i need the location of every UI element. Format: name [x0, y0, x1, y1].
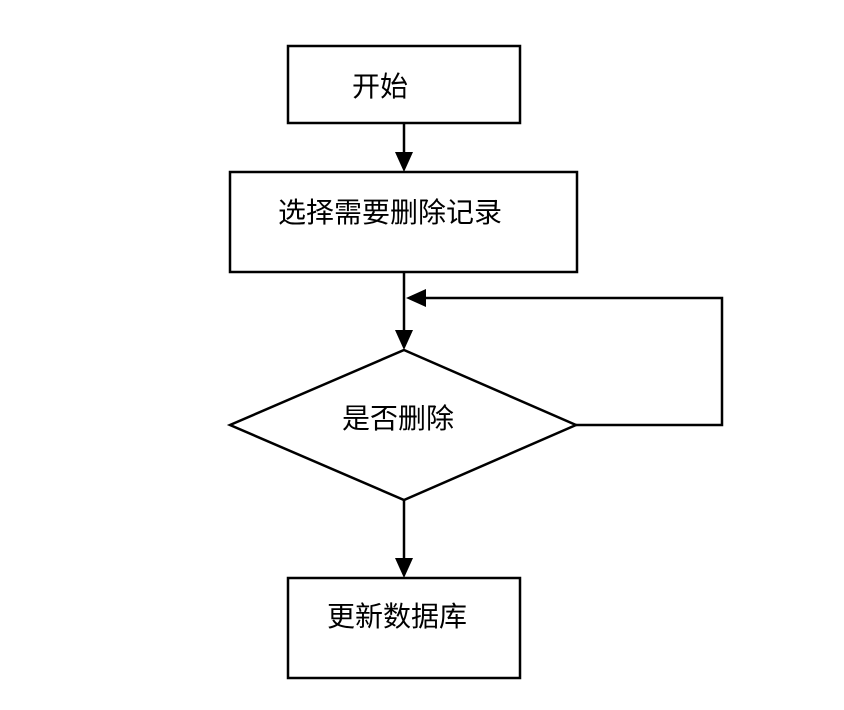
arrowhead: [395, 152, 413, 172]
edge-start-to-select: [395, 123, 413, 172]
edge-decision-to-update: [395, 500, 413, 578]
start-label: 开始: [352, 70, 408, 103]
update-node: 更新数据库: [286, 576, 522, 680]
edge-select-to-decision: [395, 272, 413, 350]
edge-decision-loop: [406, 289, 724, 427]
loop-arrowhead: [406, 289, 426, 307]
start-box: [286, 44, 522, 125]
arrowhead: [395, 330, 413, 350]
loop-line: [424, 296, 724, 427]
select-node: 选择需要删除记录: [228, 170, 579, 274]
select-label: 选择需要删除记录: [278, 196, 502, 229]
update-label: 更新数据库: [327, 600, 467, 633]
start-node: 开始: [286, 44, 522, 125]
decision-label: 是否删除: [342, 402, 454, 435]
update-box: [286, 576, 522, 680]
decision-node: 是否删除: [226, 348, 580, 502]
arrowhead: [395, 558, 413, 578]
select-box: [228, 170, 579, 274]
